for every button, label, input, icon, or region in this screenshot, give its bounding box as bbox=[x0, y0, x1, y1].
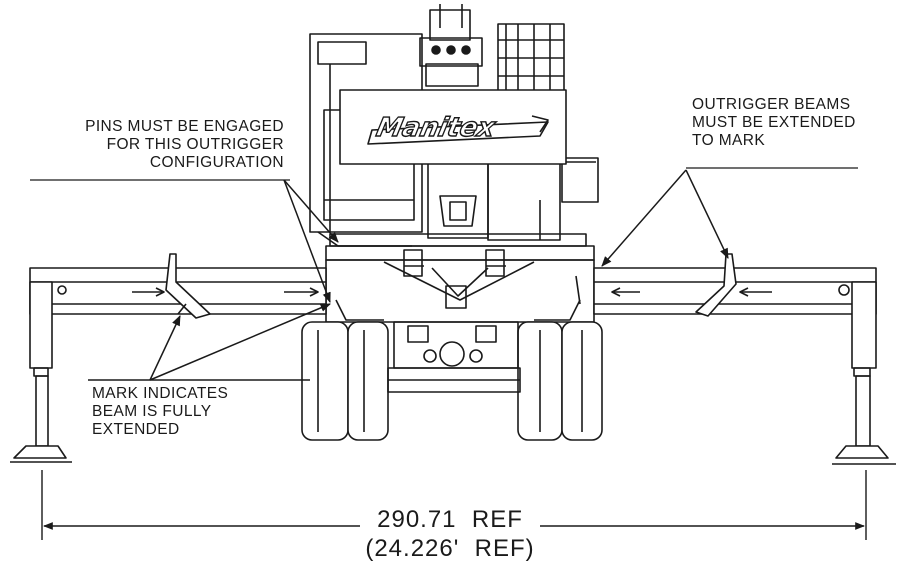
outrigger-jack-left bbox=[10, 281, 72, 463]
manitex-logo: Manitex bbox=[374, 113, 499, 143]
note-pins-line-1: PINS MUST BE ENGAGED bbox=[85, 118, 284, 135]
note-beams-line-1: OUTRIGGER BEAMS bbox=[692, 96, 851, 113]
carrier-frame bbox=[325, 233, 595, 323]
outrigger-jack-right bbox=[832, 281, 896, 465]
dimension-label: 290.71 REF (24.226' REF) bbox=[300, 505, 600, 563]
leader-lines bbox=[88, 169, 729, 381]
note-mark-line-1: MARK INDICATES bbox=[92, 385, 229, 402]
tires-right bbox=[517, 321, 603, 441]
note-pins-line-2: FOR THIS OUTRIGGER bbox=[106, 136, 284, 153]
upper-cab bbox=[309, 4, 599, 247]
dimension-primary: 290.71 REF bbox=[377, 506, 523, 533]
note-pins-line-3: CONFIGURATION bbox=[149, 154, 284, 171]
manitex-logo-panel bbox=[339, 89, 567, 165]
note-mark-indicates: MARK INDICATES BEAM IS FULLY EXTENDED bbox=[92, 385, 228, 439]
note-beams-extended: OUTRIGGER BEAMS MUST BE EXTENDED TO MARK bbox=[692, 96, 856, 150]
outrigger-beam-right bbox=[593, 253, 877, 317]
dimension-secondary: (24.226' REF) bbox=[365, 535, 535, 562]
note-beams-line-3: TO MARK bbox=[692, 132, 766, 149]
note-mark-line-3: EXTENDED bbox=[92, 421, 180, 438]
axle-assembly bbox=[387, 321, 521, 393]
outrigger-beam-left bbox=[29, 253, 327, 319]
overall-width-dimension bbox=[41, 470, 867, 540]
tires-left bbox=[301, 321, 389, 441]
note-beams-line-2: MUST BE EXTENDED bbox=[692, 114, 856, 131]
note-mark-line-2: BEAM IS FULLY bbox=[92, 403, 212, 420]
note-pins-engaged: PINS MUST BE ENGAGED FOR THIS OUTRIGGER … bbox=[85, 118, 284, 172]
